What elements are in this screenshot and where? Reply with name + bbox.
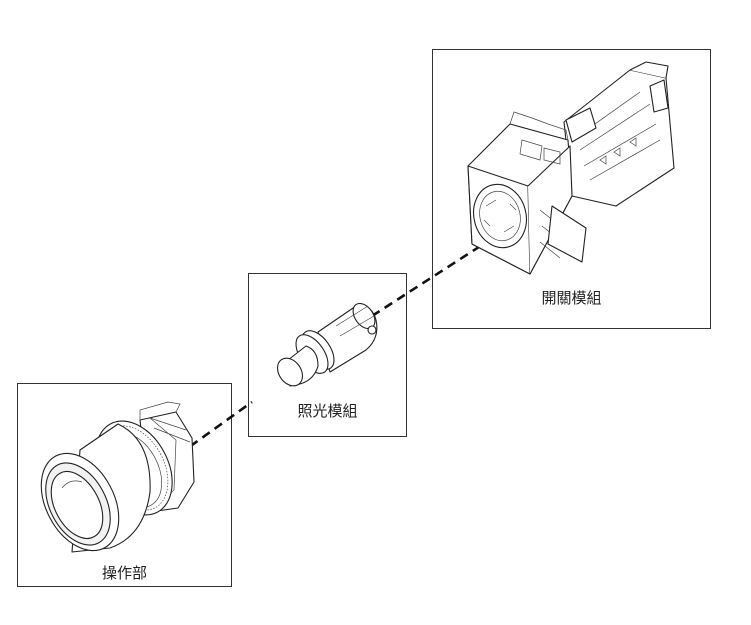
switch-module-label: 開關模組 (541, 289, 602, 307)
lighting-module-label: 照光模組 (297, 402, 358, 420)
push-button-drawing (40, 401, 195, 553)
bulb-drawing (276, 302, 378, 387)
panel-lighting-module: 照光模組 (248, 273, 407, 437)
switch-module-drawing (467, 61, 675, 275)
operation-part-label: 操作部 (101, 564, 147, 582)
